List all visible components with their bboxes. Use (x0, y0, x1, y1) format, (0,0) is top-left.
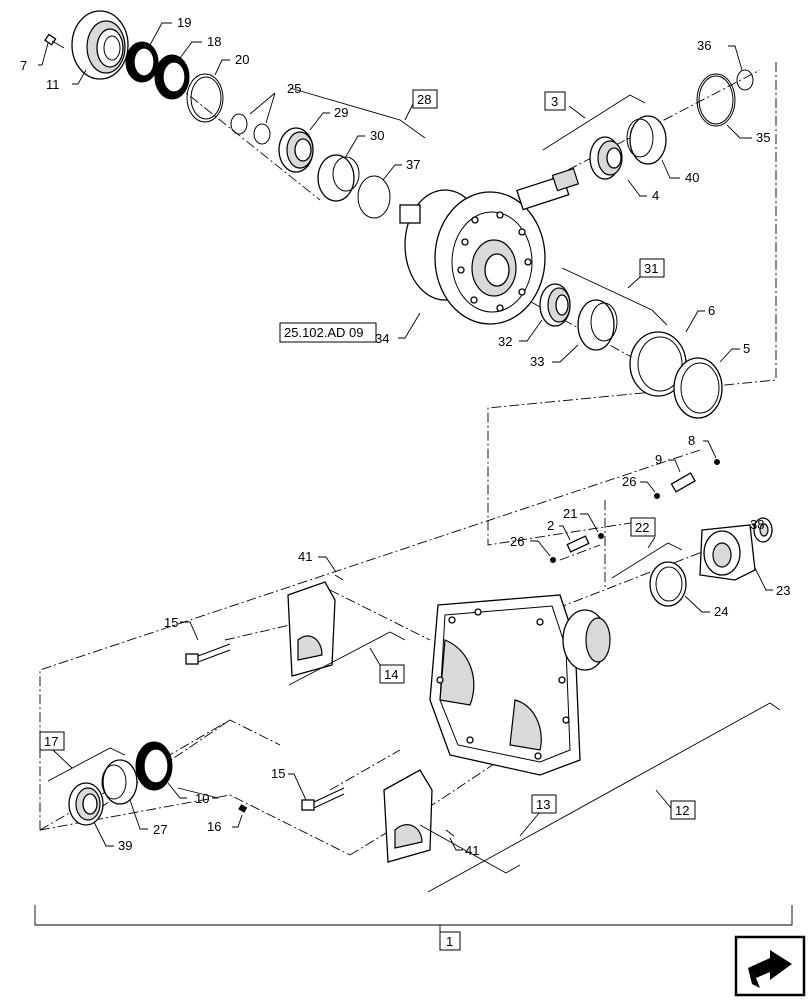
callout-35: 35 (756, 130, 770, 145)
group-28: 28 (417, 92, 431, 107)
part-21-plug (598, 533, 604, 539)
callout-leaders (38, 22, 773, 851)
callout-9: 9 (655, 452, 662, 467)
callout-25: 25 (287, 81, 301, 96)
part-9-sensor (670, 472, 696, 493)
callout-27: 27 (153, 822, 167, 837)
part-26-plug-b (654, 493, 660, 499)
part-35-shim (696, 73, 736, 127)
part-8-plug (714, 459, 720, 465)
part-18-seal (154, 54, 190, 100)
part-12-axle-housing (429, 594, 611, 776)
part-16-screw (238, 804, 248, 813)
callout-40: 40 (685, 170, 699, 185)
callout-26-lower: 26 (510, 534, 524, 549)
part-34-differential (399, 167, 580, 325)
part-26-plug-a (550, 557, 556, 563)
callout-16: 16 (207, 819, 221, 834)
part-5-nut-ring (673, 357, 723, 419)
part-14-bearing-cap (287, 581, 336, 677)
part-7-bolt (44, 33, 65, 49)
next-page-arrow-icon[interactable] (734, 935, 806, 997)
boxed-group-numbers: 28 3 31 22 14 17 13 12 1 25.102.AD 09 (39, 89, 696, 951)
callout-19: 19 (177, 15, 191, 30)
part-29-bearing (278, 127, 314, 173)
part-10-seal (135, 741, 173, 791)
callout-21: 21 (563, 506, 577, 521)
part-36-ring (736, 69, 754, 91)
part-15-bolt-a (185, 643, 231, 665)
part-4-bearing (589, 136, 623, 180)
part-2-vent (566, 535, 590, 553)
part-27-cup (101, 759, 138, 805)
part-30-cup (317, 154, 360, 202)
callout-15-lower: 15 (271, 766, 285, 781)
callout-numbers: 7 11 19 18 20 25 29 30 37 34 4 40 35 36 … (20, 15, 790, 858)
part-20-snap-ring (186, 73, 224, 123)
part-41-dowel-b (445, 829, 455, 837)
callout-29: 29 (334, 105, 348, 120)
callout-5: 5 (743, 341, 750, 356)
part-23-yoke (699, 524, 756, 581)
callout-41-upper: 41 (298, 549, 312, 564)
part-13-bearing-cap (383, 769, 433, 863)
callout-7: 7 (20, 58, 27, 73)
callout-39: 39 (118, 838, 132, 853)
callout-11: 11 (46, 77, 60, 92)
callout-4: 4 (652, 188, 659, 203)
part-24-seal (649, 561, 687, 607)
callout-2: 2 (547, 518, 554, 533)
callout-24: 24 (714, 604, 728, 619)
group-13: 13 (536, 797, 550, 812)
callout-26-upper: 26 (622, 474, 636, 489)
callout-20: 20 (235, 52, 249, 67)
callout-34: 34 (375, 331, 389, 346)
callout-15-upper: 15 (164, 615, 178, 630)
part-38-washer (753, 517, 773, 543)
part-40-cup (626, 115, 667, 165)
reference-25-102-ad-09: 25.102.AD 09 (284, 325, 364, 340)
group-22: 22 (635, 520, 649, 535)
group-brackets (34, 87, 793, 940)
part-11-cover (71, 10, 129, 80)
group-12: 12 (675, 803, 689, 818)
part-41-dowel-a (334, 574, 344, 581)
callout-18: 18 (207, 34, 221, 49)
callout-10: 10 (195, 791, 209, 806)
part-32-bearing (539, 283, 571, 327)
group-17: 17 (44, 734, 58, 749)
callout-8: 8 (688, 433, 695, 448)
callout-37: 37 (406, 157, 420, 172)
group-1: 1 (446, 934, 453, 949)
callout-38: 38 (750, 517, 764, 532)
callout-33: 33 (530, 354, 544, 369)
group-3: 3 (551, 94, 558, 109)
callout-41-lower: 41 (465, 843, 479, 858)
part-39-bearing (68, 782, 104, 826)
part-19-seal (125, 41, 159, 83)
callout-23: 23 (776, 583, 790, 598)
part-33-cup (577, 299, 618, 351)
callout-6: 6 (708, 303, 715, 318)
group-31: 31 (644, 261, 658, 276)
part-15-bolt-b (301, 787, 345, 811)
group-14: 14 (384, 667, 398, 682)
callout-32: 32 (498, 334, 512, 349)
part-37-shim (357, 175, 391, 219)
callout-36: 36 (697, 38, 711, 53)
callout-30: 30 (370, 128, 384, 143)
part-25-rings (230, 113, 271, 145)
